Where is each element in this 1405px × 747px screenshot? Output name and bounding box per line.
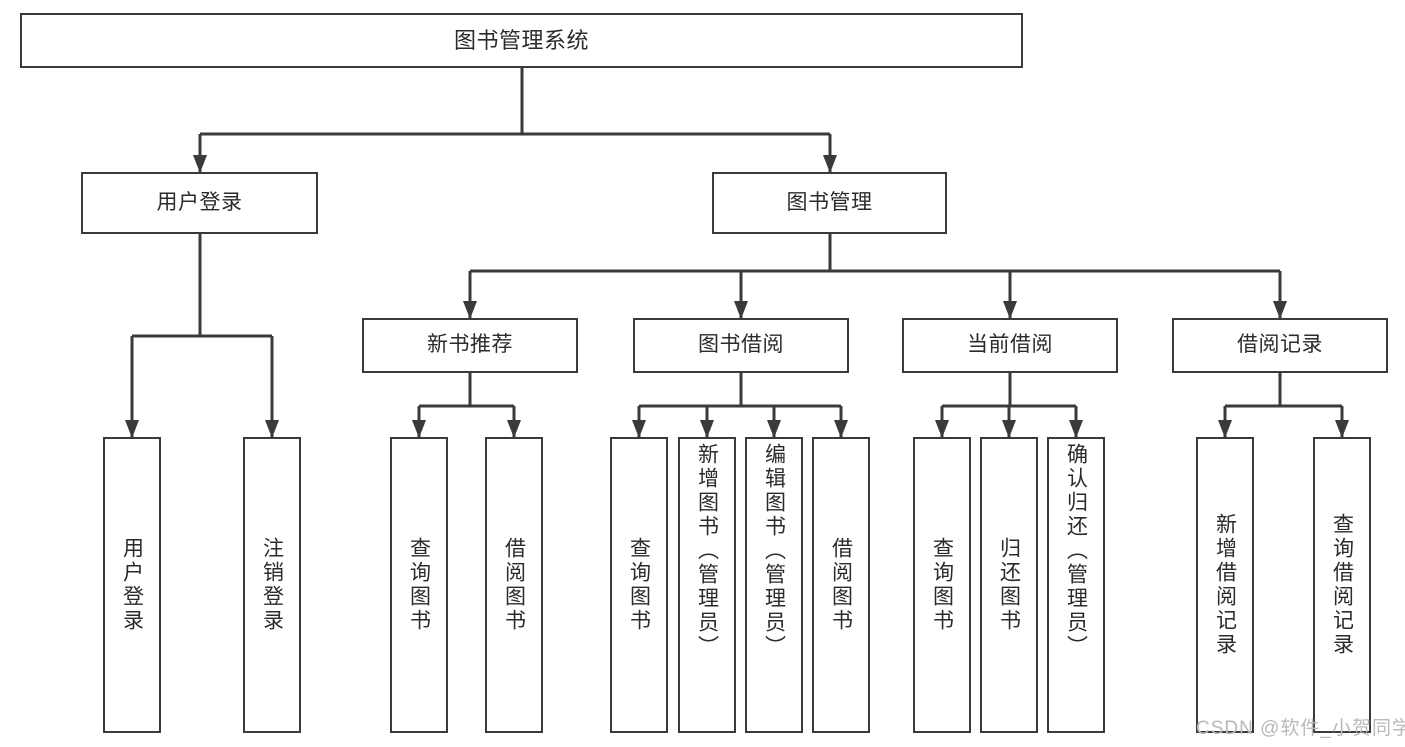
connector-arrowhead	[632, 420, 646, 438]
connector-arrowhead	[935, 420, 949, 438]
connector-arrowhead	[767, 420, 781, 438]
node-label-root: 图书管理系统	[453, 27, 589, 53]
watermark-csdn: CSDN @软件_小贺同学	[1196, 718, 1405, 739]
connector-arrowhead	[1003, 301, 1017, 319]
connector-arrowhead	[1335, 420, 1349, 438]
node-label-leaf-user-login: 用户登录	[120, 537, 144, 633]
node-leaf-logout[interactable]: 注销登录	[243, 437, 301, 733]
node-label-current-borrow: 当前借阅	[967, 333, 1053, 357]
node-label-leaf-edit-book: 编辑图书（管理员）	[762, 443, 786, 659]
node-label-leaf-query-record: 查询借阅记录	[1330, 513, 1354, 657]
node-leaf-query-record[interactable]: 查询借阅记录	[1313, 437, 1371, 733]
connector-arrowhead	[193, 155, 207, 173]
connector-arrowhead	[700, 420, 714, 438]
node-leaf-query-book-1[interactable]: 查询图书	[390, 437, 448, 733]
connector-arrowhead	[412, 420, 426, 438]
connector-arrowhead	[823, 155, 837, 173]
node-leaf-borrow-book-2[interactable]: 借阅图书	[812, 437, 870, 733]
node-leaf-add-record[interactable]: 新增借阅记录	[1196, 437, 1254, 733]
node-label-borrow-record: 借阅记录	[1237, 333, 1323, 357]
node-label-book-manage: 图书管理	[786, 190, 873, 214]
connector-arrowhead	[1273, 301, 1287, 319]
node-label-leaf-query-book-3: 查询图书	[930, 537, 954, 633]
node-current-borrow[interactable]: 当前借阅	[902, 318, 1118, 373]
node-new-book-rec[interactable]: 新书推荐	[362, 318, 578, 373]
node-label-leaf-confirm-return: 确认归还（管理员）	[1064, 443, 1088, 659]
node-leaf-add-book[interactable]: 新增图书（管理员）	[678, 437, 736, 733]
node-label-leaf-query-book-1: 查询图书	[407, 537, 431, 633]
node-label-leaf-borrow-book-1: 借阅图书	[502, 537, 526, 633]
node-label-leaf-logout: 注销登录	[260, 537, 284, 633]
node-leaf-edit-book[interactable]: 编辑图书（管理员）	[745, 437, 803, 733]
connector-arrowhead	[125, 420, 139, 438]
connector-arrowhead	[265, 420, 279, 438]
node-book-manage[interactable]: 图书管理	[712, 172, 947, 234]
node-leaf-user-login[interactable]: 用户登录	[103, 437, 161, 733]
node-label-leaf-query-book-2: 查询图书	[627, 537, 651, 633]
node-root[interactable]: 图书管理系统	[20, 13, 1023, 68]
node-label-new-book-rec: 新书推荐	[427, 333, 513, 357]
node-label-leaf-add-book: 新增图书（管理员）	[695, 443, 719, 659]
node-label-user-login: 用户登录	[156, 190, 243, 214]
node-leaf-return-book[interactable]: 归还图书	[980, 437, 1038, 733]
connector-arrowhead	[1002, 420, 1016, 438]
connector-arrowhead	[463, 301, 477, 319]
connector-arrowhead	[834, 420, 848, 438]
node-leaf-borrow-book-1[interactable]: 借阅图书	[485, 437, 543, 733]
connector-arrowhead	[734, 301, 748, 319]
node-book-borrow[interactable]: 图书借阅	[633, 318, 849, 373]
node-user-login[interactable]: 用户登录	[81, 172, 318, 234]
connector-arrowhead	[1069, 420, 1083, 438]
node-label-leaf-return-book: 归还图书	[997, 537, 1021, 633]
node-leaf-query-book-2[interactable]: 查询图书	[610, 437, 668, 733]
node-label-leaf-add-record: 新增借阅记录	[1213, 513, 1237, 657]
node-label-book-borrow: 图书借阅	[698, 333, 784, 357]
connector-arrowhead	[507, 420, 521, 438]
node-leaf-query-book-3[interactable]: 查询图书	[913, 437, 971, 733]
node-leaf-confirm-return[interactable]: 确认归还（管理员）	[1047, 437, 1105, 733]
node-label-leaf-borrow-book-2: 借阅图书	[829, 537, 853, 633]
node-borrow-record[interactable]: 借阅记录	[1172, 318, 1388, 373]
connector-arrowhead	[1218, 420, 1232, 438]
